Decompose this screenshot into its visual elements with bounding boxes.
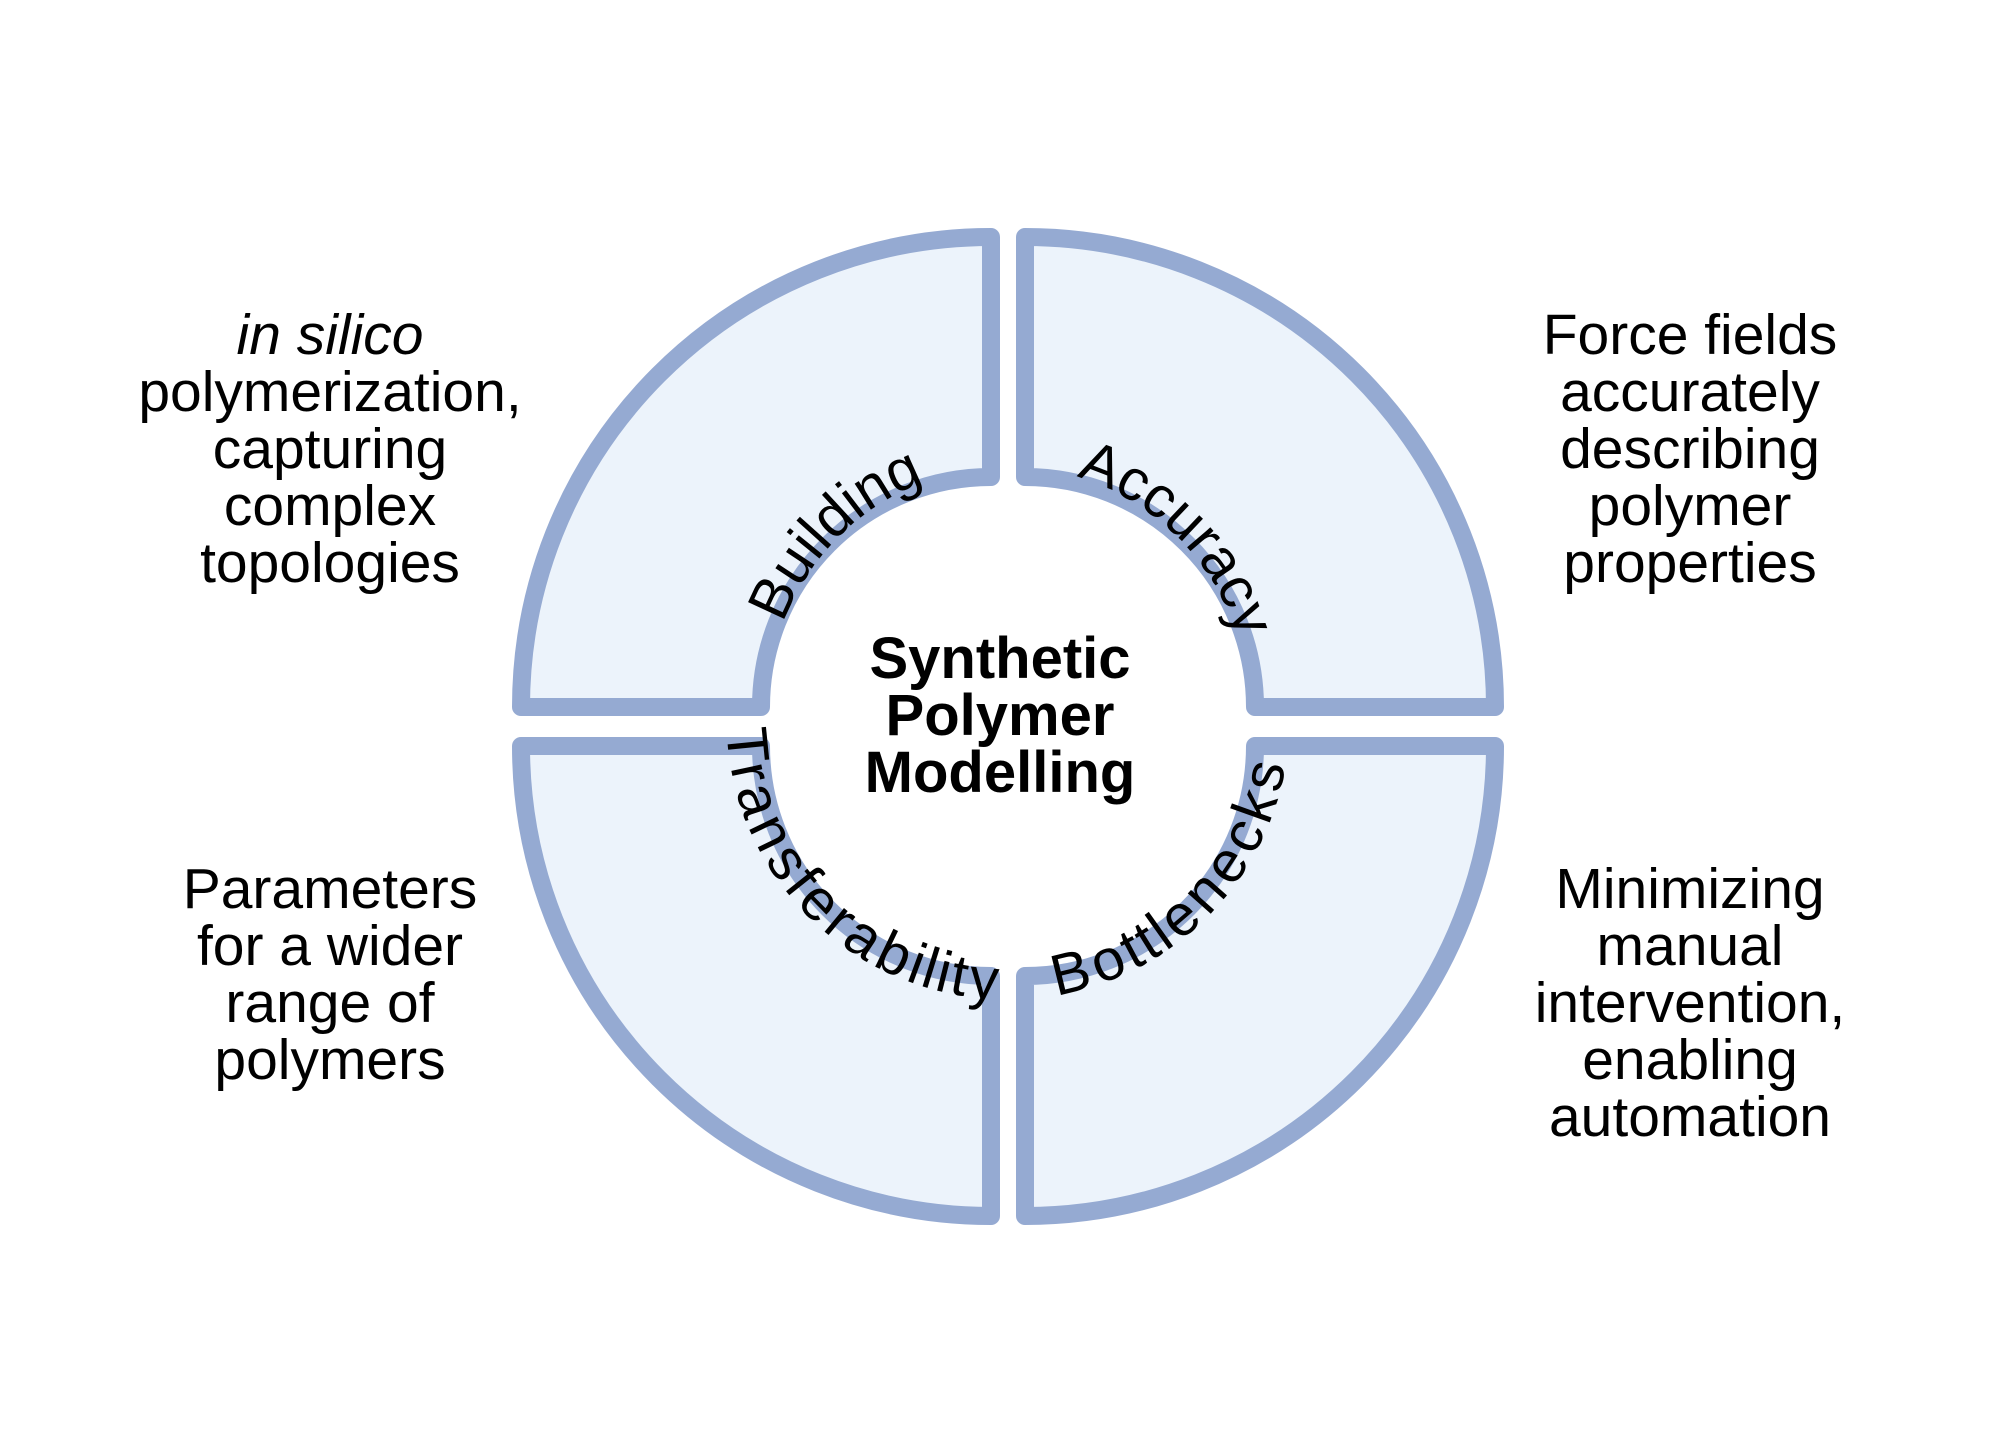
description-line: capturing [212,417,448,481]
segment-transferability[interactable] [512,737,1000,1225]
description-line: polymer [1588,474,1792,538]
description-bottlenecks: Minimizing manual intervention, enabling… [1430,861,1950,1146]
segment-bottlenecks[interactable] [1016,737,1504,1225]
description-building: in silico polymerization, capturing comp… [70,307,590,592]
description-line: automation [1548,1085,1832,1149]
description-line: describing [1560,417,1820,481]
description-line: intervention, [1534,971,1846,1035]
description-line: in silico [236,303,424,367]
description-line: for a wider [196,914,464,978]
description-line: accurately [1560,360,1820,424]
description-line: Parameters [182,857,478,921]
description-line: properties [1563,531,1817,595]
center-title-line: Modelling [864,740,1136,805]
segment-building[interactable] [512,228,1000,716]
description-line: manual [1596,914,1784,978]
description-transferability: Parameters for a wider range of polymers [70,861,590,1089]
description-line: complex [223,474,437,538]
description-line: enabling [1582,1028,1798,1092]
center-title-line: Polymer [885,683,1115,748]
center-title: Synthetic Polymer Modelling [800,626,1200,805]
description-line: Force fields [1542,303,1838,367]
center-title-line: Synthetic [869,626,1131,691]
description-line: range of [225,971,435,1035]
description-line: topologies [200,531,460,595]
description-line: Minimizing [1555,857,1825,921]
segment-accuracy[interactable] [1016,228,1504,716]
description-line: polymerization, [138,360,522,424]
description-accuracy: Force fields accurately describing polym… [1430,307,1950,592]
description-line: polymers [214,1028,446,1092]
